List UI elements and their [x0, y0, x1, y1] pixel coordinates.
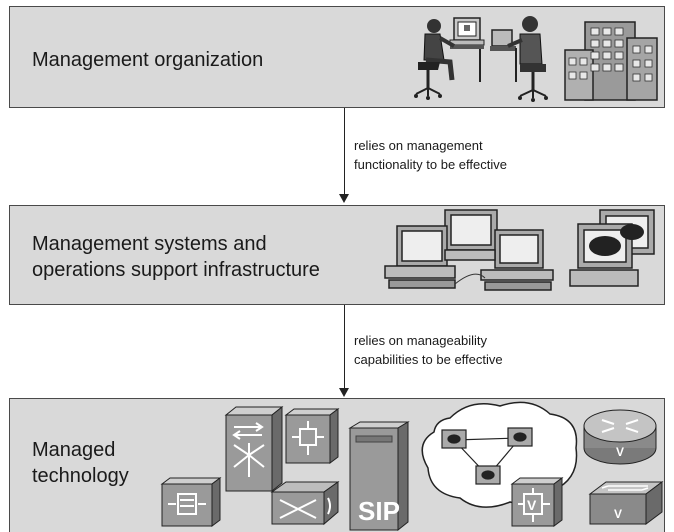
layer-title: Management organization	[32, 47, 263, 73]
sip-server-icon: SIP	[348, 421, 410, 532]
router-icon: V	[583, 409, 657, 465]
office-building-icon	[564, 21, 658, 101]
voice-switch-icon: V	[588, 481, 664, 525]
person-at-computer-icon	[414, 17, 485, 100]
voice-label: V	[614, 507, 622, 521]
dependency-note-line: relies on manageability	[354, 333, 487, 348]
person-at-laptop-icon	[490, 16, 548, 102]
multilayer-switch-icon	[224, 405, 284, 493]
dependency-note-line: relies on management	[354, 138, 483, 153]
network-cloud-icon: V	[421, 401, 578, 527]
layer-title: Managed technology	[32, 437, 129, 489]
management-systems-layer: Management systems and operations suppor…	[9, 205, 665, 305]
layer-title: Management systems and operations suppor…	[32, 231, 320, 283]
network-management-console-icon	[569, 209, 655, 287]
voice-label: V	[616, 445, 624, 459]
dependency-note-line: capabilities to be effective	[354, 352, 503, 367]
voice-label: V	[527, 497, 537, 513]
dependency-arrow	[339, 305, 349, 397]
layer-title-line: Management systems and	[32, 233, 267, 255]
atm-switch-icon	[284, 408, 340, 464]
dependency-note: relies on management functionality to be…	[354, 136, 507, 174]
ip-phone-switch-icon	[160, 477, 222, 527]
management-organization-layer: Management organization	[9, 6, 665, 108]
layer-title-line: Management organization	[32, 49, 264, 71]
layer-title-line: operations support infrastructure	[32, 259, 320, 281]
voice-switch-icon	[270, 481, 340, 526]
layer-title-line: technology	[32, 465, 129, 487]
layer-title-line: Managed	[32, 439, 116, 461]
sip-label: SIP	[358, 496, 400, 526]
dependency-arrow	[339, 108, 349, 203]
dependency-note: relies on manageability capabilities to …	[354, 331, 503, 369]
dependency-note-line: functionality to be effective	[354, 157, 507, 172]
workstation-icon	[384, 209, 554, 291]
